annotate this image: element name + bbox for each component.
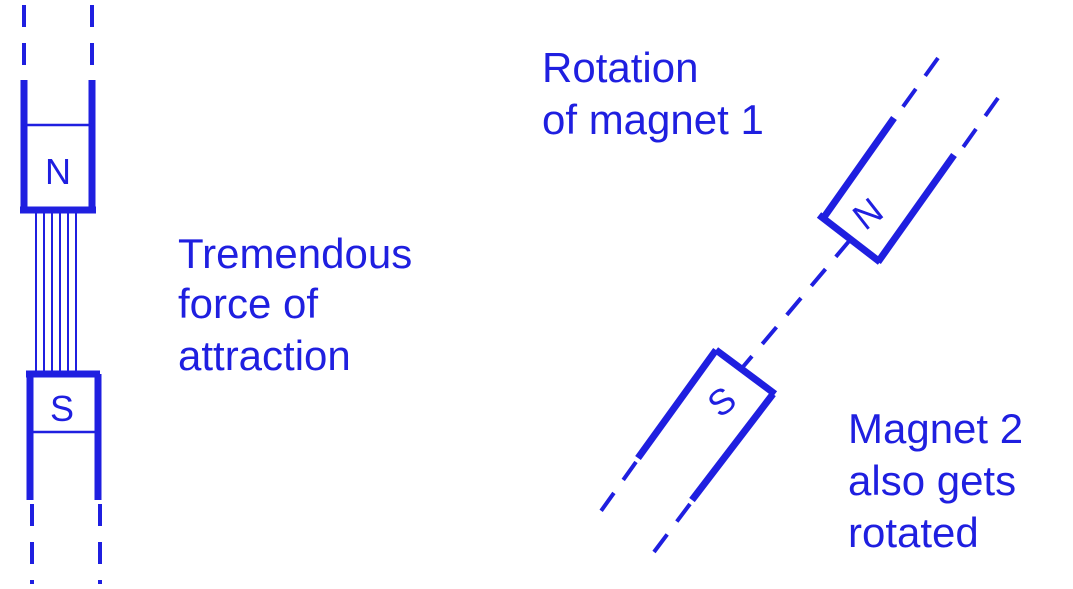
rotated-label-line2: also gets (848, 457, 1016, 504)
rotated-magnet-s-lower-dashed-extension (646, 502, 692, 562)
rotated-magnet-s-top-edge (713, 347, 778, 397)
left-magnet-pair: N S (20, 5, 102, 584)
rotated-magnet-n-right-side (875, 152, 957, 265)
lower-magnet-s: S (26, 370, 102, 584)
rotated-magnet-s-upper-dashed-extension (594, 460, 638, 520)
rotated-label-line1: Magnet 2 (848, 405, 1023, 452)
rotated-magnet-s-left-side (635, 347, 719, 461)
rotation-label-line1: Rotation (542, 44, 698, 91)
rotation-label-line2: of magnet 1 (542, 96, 764, 143)
magnet-axis-dashed-line (740, 238, 852, 370)
rotated-label-line3: rotated (848, 509, 979, 556)
pole-label-n-right: N (845, 189, 891, 237)
pole-label-n-left: N (45, 151, 71, 192)
upper-magnet-n: N (20, 5, 96, 214)
attraction-label-line2: force of (178, 280, 318, 327)
rotated-magnet-n-left-side (819, 115, 897, 223)
rotated-magnet-n-lower-dashed-extension (952, 96, 1000, 162)
pole-label-s-right: S (700, 378, 744, 425)
pole-label-s-left: S (50, 388, 74, 429)
rotated-magnet-n-bottom-edge (816, 212, 883, 265)
attraction-label-line3: attraction (178, 332, 351, 379)
attraction-field-lines (35, 212, 77, 372)
rotated-magnet-s-right-side (689, 391, 776, 503)
rotated-magnet-n-upper-dashed-extension (890, 56, 940, 124)
rotated-magnet-n: N (816, 56, 1000, 265)
rotated-magnet-s: S (594, 347, 778, 562)
attraction-label-line1: Tremendous (178, 230, 412, 277)
